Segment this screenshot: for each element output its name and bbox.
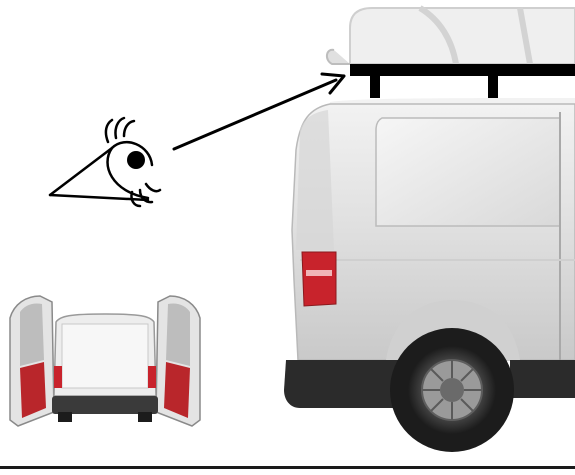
eye-icon (50, 118, 160, 206)
bottom-rule (0, 466, 575, 469)
van-rear-doors-open-icon (10, 296, 200, 426)
